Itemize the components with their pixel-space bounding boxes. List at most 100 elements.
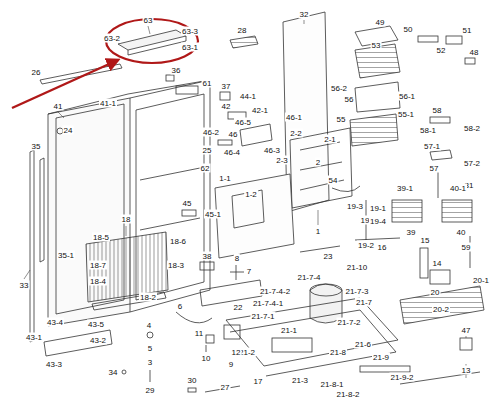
callout-number: 37	[221, 82, 232, 91]
callout-number: 39	[406, 228, 417, 237]
callout-number: 53	[371, 41, 382, 50]
callout-number: 24	[63, 126, 74, 135]
callout-number: 18-4	[89, 277, 107, 286]
callout-number: 29	[145, 386, 156, 395]
callout-number: 39-1	[396, 184, 414, 193]
callout-number: 8	[234, 254, 240, 263]
callout-number: 30	[187, 376, 198, 385]
callout-number: 43-1	[25, 333, 43, 342]
callout-number: 19-1	[369, 204, 387, 213]
callout-number: 41-1	[99, 99, 117, 108]
callout-number: 2-1	[323, 135, 337, 144]
callout-number: 3	[147, 358, 153, 367]
callout-number: 21-9	[372, 353, 390, 362]
callout-number: 46-3	[263, 146, 281, 155]
callout-number: 18-2	[139, 293, 157, 302]
callout-number: 2	[315, 158, 321, 167]
callout-number: 45-1	[204, 210, 222, 219]
callout-number: 58-2	[463, 124, 481, 133]
callout-number: 46-4	[223, 148, 241, 157]
callout-number: 5	[147, 344, 153, 353]
callout-number: 18	[121, 215, 132, 224]
callout-number: 63-1	[181, 43, 199, 52]
callout-number: 38	[202, 252, 213, 261]
callout-number: 42-1	[251, 106, 269, 115]
callout-number: 19-2	[357, 241, 375, 250]
callout-number: 62	[200, 164, 211, 173]
callout-number: 40	[456, 228, 467, 237]
callout-number: 27	[220, 383, 231, 392]
callout-number: 50	[403, 25, 414, 34]
callout-number: 48	[469, 48, 480, 57]
callout-number: 43-2	[89, 336, 107, 345]
callout-number: 1	[315, 227, 321, 236]
callout-number: 7	[246, 267, 252, 276]
callout-number: 63-2	[103, 34, 121, 43]
callout-number: 51	[462, 26, 473, 35]
callout-number: 21-6	[354, 340, 372, 349]
callout-number: 2-3	[275, 156, 289, 165]
callout-number: 45	[182, 199, 193, 208]
callout-number: 42	[221, 102, 232, 111]
callout-number: 47	[461, 326, 472, 335]
callout-number: 59	[461, 243, 472, 252]
callout-number: 54	[328, 176, 339, 185]
callout-number: 21-7-4-1	[252, 299, 284, 308]
callout-number: 18-7	[89, 261, 107, 270]
callout-number: 19-3	[346, 202, 364, 211]
callout-number: 57-1	[423, 142, 441, 151]
callout-number: 56-1	[398, 92, 416, 101]
callout-number: 21-7-3	[344, 287, 369, 296]
callout-number: 19-4	[369, 217, 387, 226]
callout-number: 2-2	[289, 129, 303, 138]
callout-number: 61	[202, 79, 213, 88]
callout-number: 56	[344, 95, 355, 104]
callout-number: 28	[237, 26, 248, 35]
callout-number: 43-5	[87, 320, 105, 329]
callout-number: 46	[228, 130, 239, 139]
callout-number: 21-10	[346, 263, 368, 272]
callout-number: 16	[377, 243, 388, 252]
callout-number: 14	[432, 259, 443, 268]
callout-number: 20-1	[472, 276, 490, 285]
callout-number: 25	[202, 146, 213, 155]
callout-number: 52	[436, 46, 447, 55]
callout-number: 20-2	[432, 305, 450, 314]
callout-number: 21-7-4	[296, 273, 321, 282]
callout-number: 21-1	[280, 326, 298, 335]
callout-number: 21-7-2	[336, 318, 361, 327]
callout-number: 40-1	[449, 184, 467, 193]
callout-number: 11	[194, 329, 204, 338]
callout-number: 46-2	[202, 128, 220, 137]
callout-number: 21-7-4-2	[259, 287, 291, 296]
callout-number: 33	[19, 281, 30, 290]
callout-number: 21-8	[329, 348, 347, 357]
callout-number: 10	[201, 354, 212, 363]
callout-number: 21-7-1	[250, 312, 275, 321]
callout-number: 43-4	[46, 318, 64, 327]
callout-number: 18-3	[167, 261, 185, 270]
callout-number: 15	[420, 236, 431, 245]
callout-number: 57-2	[463, 159, 481, 168]
callout-number: 4	[146, 321, 152, 330]
callout-number: 63-3	[181, 27, 199, 36]
callout-number: 32	[299, 10, 310, 19]
callout-number: 43-3	[45, 360, 63, 369]
callout-number: 35	[31, 142, 42, 151]
callout-number: 9	[228, 360, 234, 369]
callout-number: 57	[429, 164, 440, 173]
callout-number: 26	[31, 68, 42, 77]
callout-number: 1-1	[218, 174, 232, 183]
callout-number: 36	[171, 66, 182, 75]
callout-number: 18-5	[92, 233, 110, 242]
callout-number: 21-3	[291, 376, 309, 385]
callout-number: 21-9-2	[389, 373, 414, 382]
callout-number: 17	[253, 377, 264, 386]
callout-number: 12	[231, 348, 242, 357]
callout-number: 34	[108, 368, 119, 377]
callout-number: 20	[430, 288, 441, 297]
callout-number: 46-5	[234, 118, 252, 127]
callout-number: 63	[143, 16, 154, 25]
